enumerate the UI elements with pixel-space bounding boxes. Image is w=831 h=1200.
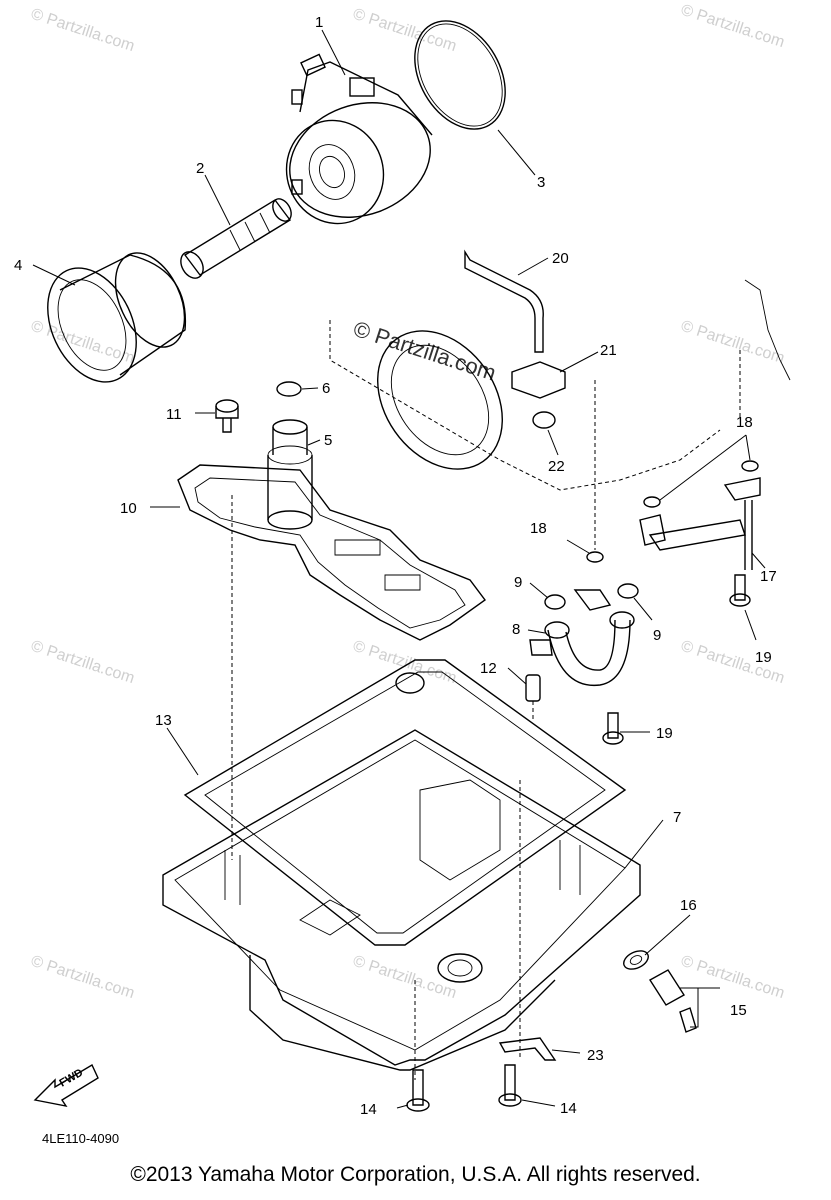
o-ring-part-6 <box>276 381 302 397</box>
callout-5: 5 <box>324 432 332 449</box>
callout-20: 20 <box>552 250 569 267</box>
callout-19: 19 <box>656 725 673 742</box>
oil-cooler-part-1 <box>285 53 433 225</box>
callout-labels: 1 2 3 4 5 6 7 8 9 9 10 11 12 13 14 14 15… <box>14 14 777 1118</box>
callout-16: 16 <box>680 897 697 914</box>
watermark-center: © Partzilla.com <box>350 316 499 386</box>
callout-13: 13 <box>155 712 172 729</box>
union-bolt-part-2 <box>180 198 292 279</box>
o-ring-part-9 <box>544 594 566 610</box>
diagram-code: 4LE110-4090 <box>42 1131 119 1146</box>
o-ring-part-3 <box>414 20 506 130</box>
callout-18: 18 <box>530 520 547 537</box>
watermark: © Partzilla.com <box>29 638 137 687</box>
callout-10: 10 <box>120 500 137 517</box>
watermark: © Partzilla.com <box>29 6 137 55</box>
callout-3: 3 <box>537 174 545 191</box>
o-ring-part-18 <box>586 551 604 563</box>
callout-21: 21 <box>600 342 617 359</box>
forward-arrow-icon: FWD <box>33 1064 99 1108</box>
bolt-part-19 <box>602 712 624 745</box>
watermark: © Partzilla.com <box>679 318 787 367</box>
callout-15: 15 <box>730 1002 747 1019</box>
watermark: © Partzilla.com <box>29 953 137 1002</box>
bolt-part-14 <box>498 1064 522 1107</box>
leader-lines <box>32 29 766 1109</box>
callout-6: 6 <box>322 380 330 397</box>
callout-12: 12 <box>480 660 497 677</box>
part-22 <box>532 411 556 429</box>
bolt-part-14 <box>406 1069 430 1112</box>
oil-filter-part-4 <box>47 252 187 383</box>
watermark: © Partzilla.com <box>351 6 459 55</box>
callout-14: 14 <box>560 1100 577 1117</box>
gasket-part-13 <box>183 659 627 946</box>
callout-8: 8 <box>512 621 520 638</box>
pipe-part-20 <box>464 249 544 353</box>
watermark-layer: © Partzilla.com © Partzilla.com © Partzi… <box>29 2 787 1002</box>
callout-4: 4 <box>14 257 22 274</box>
bolt-part-19 <box>729 574 751 607</box>
oil-pan-part-7 <box>162 729 641 1071</box>
part-12 <box>525 674 541 702</box>
pipe-part-17 <box>639 477 761 570</box>
part-21 <box>511 361 566 399</box>
watermark: © Partzilla.com <box>29 318 137 367</box>
callout-2: 2 <box>196 160 204 177</box>
callout-14: 14 <box>360 1101 377 1118</box>
callout-11: 11 <box>166 406 182 423</box>
callout-9: 9 <box>653 627 661 644</box>
callout-1: 1 <box>315 14 323 31</box>
callout-19: 19 <box>755 649 772 666</box>
o-ring-inner <box>417 23 503 127</box>
o-ring-part-9 <box>617 583 639 599</box>
pipe-part-5 <box>267 419 313 530</box>
watermark: © Partzilla.com <box>679 953 787 1002</box>
crankcase-cover <box>377 330 503 470</box>
bracket-part-23 <box>498 1037 557 1061</box>
strainer-part-10 <box>177 464 486 641</box>
callout-9: 9 <box>514 574 522 591</box>
drain-bolt-part-15 <box>649 969 697 1033</box>
o-ring-part-18 <box>741 460 759 472</box>
fwd-label: FWD <box>58 1067 86 1090</box>
bolt-part-11 <box>215 399 239 433</box>
o-ring-part-18 <box>643 496 661 508</box>
washer-part-16 <box>623 950 649 970</box>
callout-18: 18 <box>736 414 753 431</box>
callout-17: 17 <box>760 568 777 585</box>
copyright-notice: ©2013 Yamaha Motor Corporation, U.S.A. A… <box>130 1163 701 1186</box>
watermark: © Partzilla.com <box>679 2 787 51</box>
callout-23: 23 <box>587 1047 604 1064</box>
callout-7: 7 <box>673 809 681 826</box>
callout-22: 22 <box>548 458 565 475</box>
u-pipe-part-8 <box>529 589 635 687</box>
engine-outline <box>744 279 791 381</box>
